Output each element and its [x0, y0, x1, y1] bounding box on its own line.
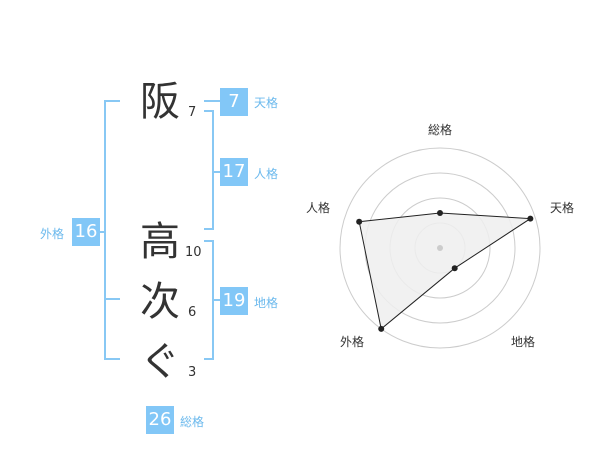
gaikaku-badge: 16	[72, 218, 100, 246]
stroke-count-2: 10	[185, 245, 202, 260]
radar-point	[527, 215, 534, 222]
soukaku-badge: 26	[146, 406, 174, 434]
soukaku-label: 総格	[180, 415, 205, 429]
jinkaku-label: 人格	[254, 167, 279, 181]
gaikaku-bracket-middle	[104, 298, 120, 300]
chikaku-bracket-bottom	[204, 358, 214, 360]
tenkaku-label: 天格	[254, 96, 279, 110]
gaikaku-bracket-top	[104, 100, 120, 102]
radar-points	[356, 210, 534, 332]
name-char-1: 阪	[140, 79, 180, 125]
jinkaku-badge: 17	[220, 158, 248, 186]
radar-point	[356, 218, 363, 225]
name-char-3: 次	[140, 279, 180, 325]
name-char-2: 高	[140, 219, 180, 265]
jinkaku-bracket-vertical	[212, 110, 214, 230]
gaikaku-connector	[100, 231, 106, 233]
tenkaku-badge: 7	[220, 88, 248, 116]
chikaku-badge: 19	[220, 287, 248, 315]
radar-point	[451, 265, 458, 272]
radar-center-dot	[437, 245, 443, 251]
gaikaku-bracket-bottom	[104, 358, 120, 360]
gaikaku-bracket-vertical	[104, 100, 106, 360]
radar-ring	[339, 147, 541, 349]
jinkaku-bracket-top	[204, 110, 214, 112]
tenkaku-connector	[204, 100, 220, 102]
stroke-count-3: 6	[188, 305, 197, 320]
radar-axis-label-soukaku: 総格	[428, 122, 452, 137]
name-char-4: ぐ	[140, 339, 180, 385]
stroke-count-4: 3	[188, 365, 197, 380]
gaikaku-label: 外格	[40, 227, 65, 241]
radar-point	[378, 325, 385, 332]
stroke-count-1: 7	[188, 105, 197, 120]
chikaku-label: 地格	[254, 296, 279, 310]
radar-axis-label-gaikaku: 外格	[340, 334, 364, 349]
jinkaku-connector	[212, 171, 220, 173]
radar-axis-label-jinkaku: 人格	[306, 200, 330, 215]
chikaku-bracket-top	[204, 240, 214, 242]
radar-polygon	[358, 212, 532, 330]
radar-point	[437, 210, 443, 216]
jinkaku-bracket-bottom	[204, 228, 214, 230]
radar-axis-label-chikaku: 地格	[511, 334, 535, 349]
chikaku-connector	[212, 299, 220, 301]
radar-axis-label-tenkaku: 天格	[550, 200, 574, 215]
